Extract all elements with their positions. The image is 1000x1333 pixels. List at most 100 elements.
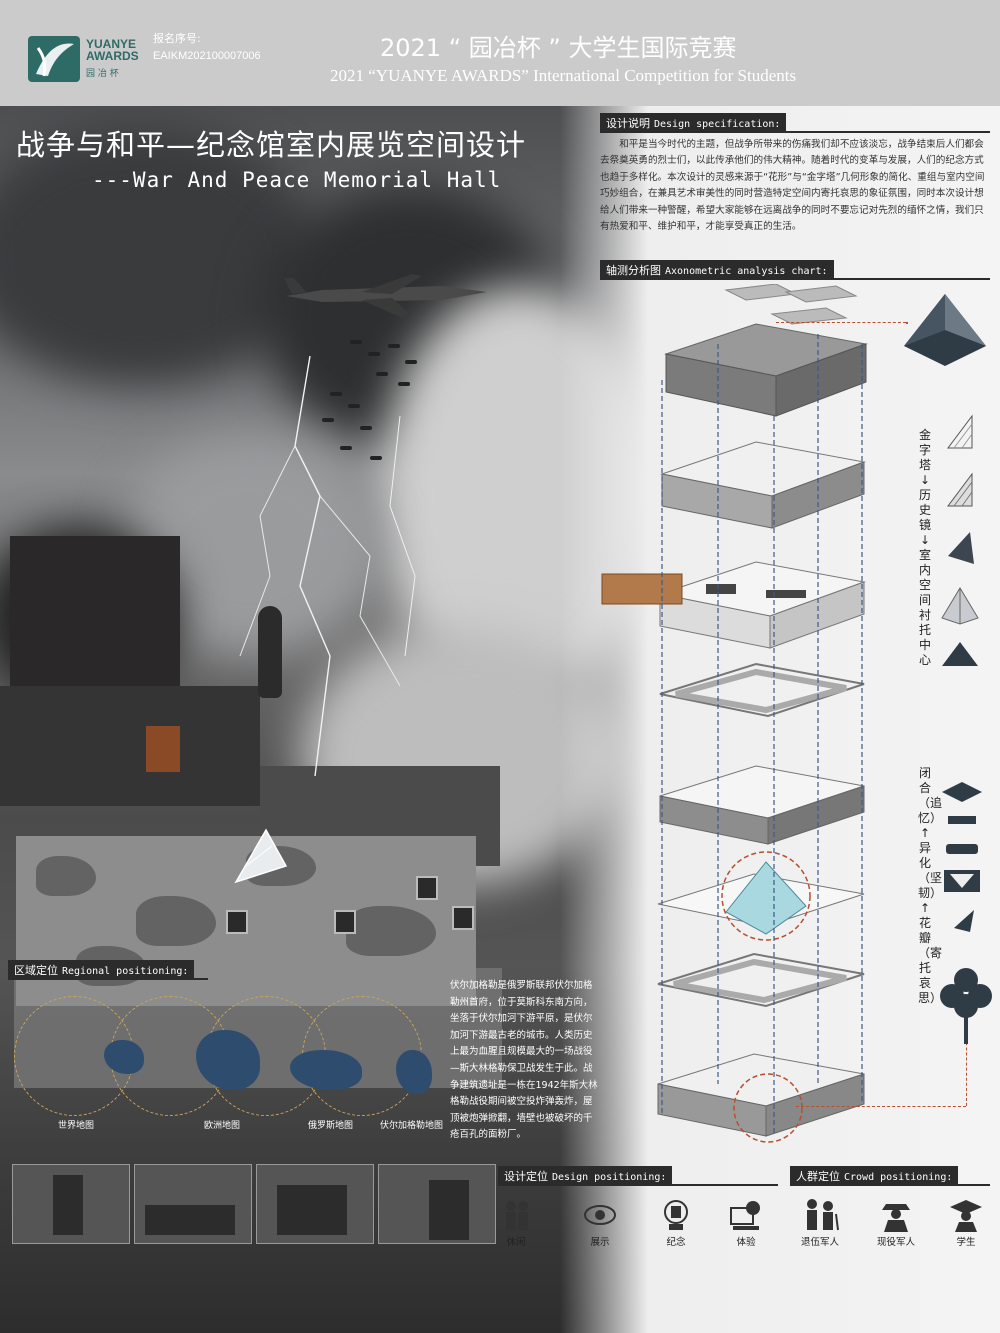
camo-patch: [36, 856, 96, 896]
regional-heading-cn: 区域定位: [14, 964, 58, 977]
map-label-russia: 俄罗斯地图: [308, 1121, 354, 1131]
bomb-icon: [398, 382, 410, 386]
poster-title-cn: 战争与和平—纪念馆室内展览空间设计: [16, 128, 527, 162]
building-window: [452, 906, 474, 930]
building-window: [334, 910, 356, 934]
bomb-icon: [376, 372, 388, 376]
photo-shape: [277, 1185, 347, 1235]
header-bar: YUANYE AWARDS 园 冶 杯 报名序号: EAIKM202100007…: [0, 0, 1000, 106]
design-spec-text: 和平是当今时代的主题，但战争所带来的伤痛我们却不应该淡忘，战争结束后人们都会去祭…: [600, 139, 985, 233]
crowd-position-heading-cn: 人群定位: [796, 1170, 840, 1183]
regional-heading-line: [8, 978, 208, 980]
yuanye-logo-icon: [28, 36, 80, 82]
bomb-icon: [330, 392, 342, 396]
map-label-world: 世界地图: [58, 1121, 95, 1131]
pyramid-solid-icon: [948, 532, 974, 564]
leisure-people-icon: [506, 1201, 528, 1230]
students-label: 学生: [956, 1237, 976, 1248]
bomb-icon: [340, 446, 352, 450]
regional-description: 伏尔加格勒是俄罗斯联邦伏尔加格勒州首府，位于莫斯科东南方向，坐落于伏尔加河下游平…: [450, 980, 598, 1141]
russia-map-icon: [290, 1050, 362, 1090]
petal-shape-icon: [948, 816, 976, 824]
logo-line2: AWARDS: [86, 49, 139, 63]
pyramid-dark-icon: [942, 642, 978, 666]
experience-item: 体验: [716, 1198, 776, 1248]
design-position-heading-en: Design positioning:: [552, 1172, 667, 1183]
link-line-pyramid-end: [906, 322, 908, 324]
volgograd-map-icon: [396, 1050, 432, 1094]
axon-heading-cn: 轴测分析图: [606, 264, 661, 277]
petal-closed-icon: [942, 782, 982, 802]
graduate-icon: [950, 1200, 982, 1232]
axon-heading: 轴测分析图 Axonometric analysis chart:: [600, 260, 834, 278]
axonometric-diagram: [601, 284, 868, 1143]
leisure-label: 休闲: [506, 1237, 526, 1248]
soldiers-label: 现役军人: [876, 1237, 915, 1248]
petal-shape-icon: [946, 844, 978, 854]
building-window: [416, 876, 438, 900]
pyramid-mesh-icon: [947, 472, 973, 507]
bomb-icon: [368, 352, 380, 356]
petal-alienated-icon: [944, 870, 980, 892]
soldier-icon: [882, 1204, 910, 1232]
design-position-heading-cn: 设计定位: [504, 1170, 548, 1183]
glass-roof-icon: [234, 828, 288, 884]
bomber-plane-icon: [282, 272, 492, 324]
memorial-icon: [664, 1200, 688, 1230]
design-spec-line: [600, 131, 990, 133]
registration-label: 报名序号:: [153, 32, 201, 45]
world-map-icon: [104, 1040, 144, 1074]
registration-number: EAIKM202100007006: [153, 50, 261, 62]
competition-title-en: 2021 “YUANYE AWARDS” International Compe…: [330, 66, 797, 85]
pyramid-glass-icon: [941, 587, 979, 625]
display-label: 展示: [590, 1237, 610, 1248]
europe-map-icon: [196, 1030, 260, 1090]
camo-patch: [136, 896, 216, 946]
pyramid-wire-icon: [947, 414, 973, 449]
photo-shape: [429, 1180, 469, 1240]
building-window: [226, 910, 248, 934]
bomb-icon: [348, 404, 360, 408]
axon-heading-en: Axonometric analysis chart:: [665, 266, 828, 277]
fire-glow: [146, 726, 180, 772]
map-label-volgograd: 伏尔加格勒地图: [380, 1121, 444, 1131]
bomb-icon: [405, 360, 417, 364]
ruined-wall: [0, 686, 260, 806]
bomb-icon: [360, 426, 372, 430]
axon-heading-line: [600, 278, 990, 280]
lightning-icon: [239, 356, 416, 776]
display-item: 展示: [570, 1198, 630, 1248]
bomb-icon: [370, 456, 382, 460]
leisure-item: 休闲: [486, 1198, 546, 1248]
poster-title-en: ---War And Peace Memorial Hall: [92, 168, 502, 192]
logo-wordmark: YUANYE AWARDS: [86, 38, 139, 62]
bomb-icon: [350, 340, 362, 344]
camo-patch: [346, 906, 436, 956]
design-position-line: [498, 1184, 778, 1186]
map-label-europe: 欧洲地图: [204, 1121, 241, 1131]
war-photo-4: [378, 1164, 496, 1244]
link-line-flower: [966, 1002, 967, 1106]
photo-shape: [53, 1175, 83, 1235]
link-line-flower-bottom: [796, 1106, 966, 1107]
pyramid-chain-label: 金字塔↓历史镜↓室内空间衬托中心: [918, 428, 931, 667]
design-position-heading: 设计定位 Design positioning:: [498, 1166, 673, 1184]
regional-heading: 区域定位 Regional positioning:: [8, 960, 195, 978]
veterans-item: 退伍军人: [790, 1198, 850, 1248]
regional-heading-en: Regional positioning:: [62, 966, 189, 977]
large-bomb-icon: [258, 606, 282, 698]
ruined-building: [10, 536, 180, 686]
students-item: 学生: [936, 1198, 996, 1248]
flower-chain-label: 闭合（追忆）↑异化（坚韧）↑花瓣（寄托哀思）: [918, 766, 943, 1005]
pyramid-model-icon: [904, 294, 986, 366]
war-photo-1: [12, 1164, 130, 1244]
veterans-icon: [807, 1199, 839, 1231]
logo-line1: YUANYE: [86, 37, 137, 51]
photo-shape: [145, 1205, 235, 1235]
logo-subtitle: 园 冶 杯: [86, 69, 119, 79]
competition-title-cn: 2021 “ 园冶杯 ” 大学生国际竞赛: [380, 34, 737, 62]
bomb-icon: [322, 418, 334, 422]
flower-icon: [940, 968, 992, 1044]
veterans-label: 退伍军人: [800, 1237, 839, 1248]
